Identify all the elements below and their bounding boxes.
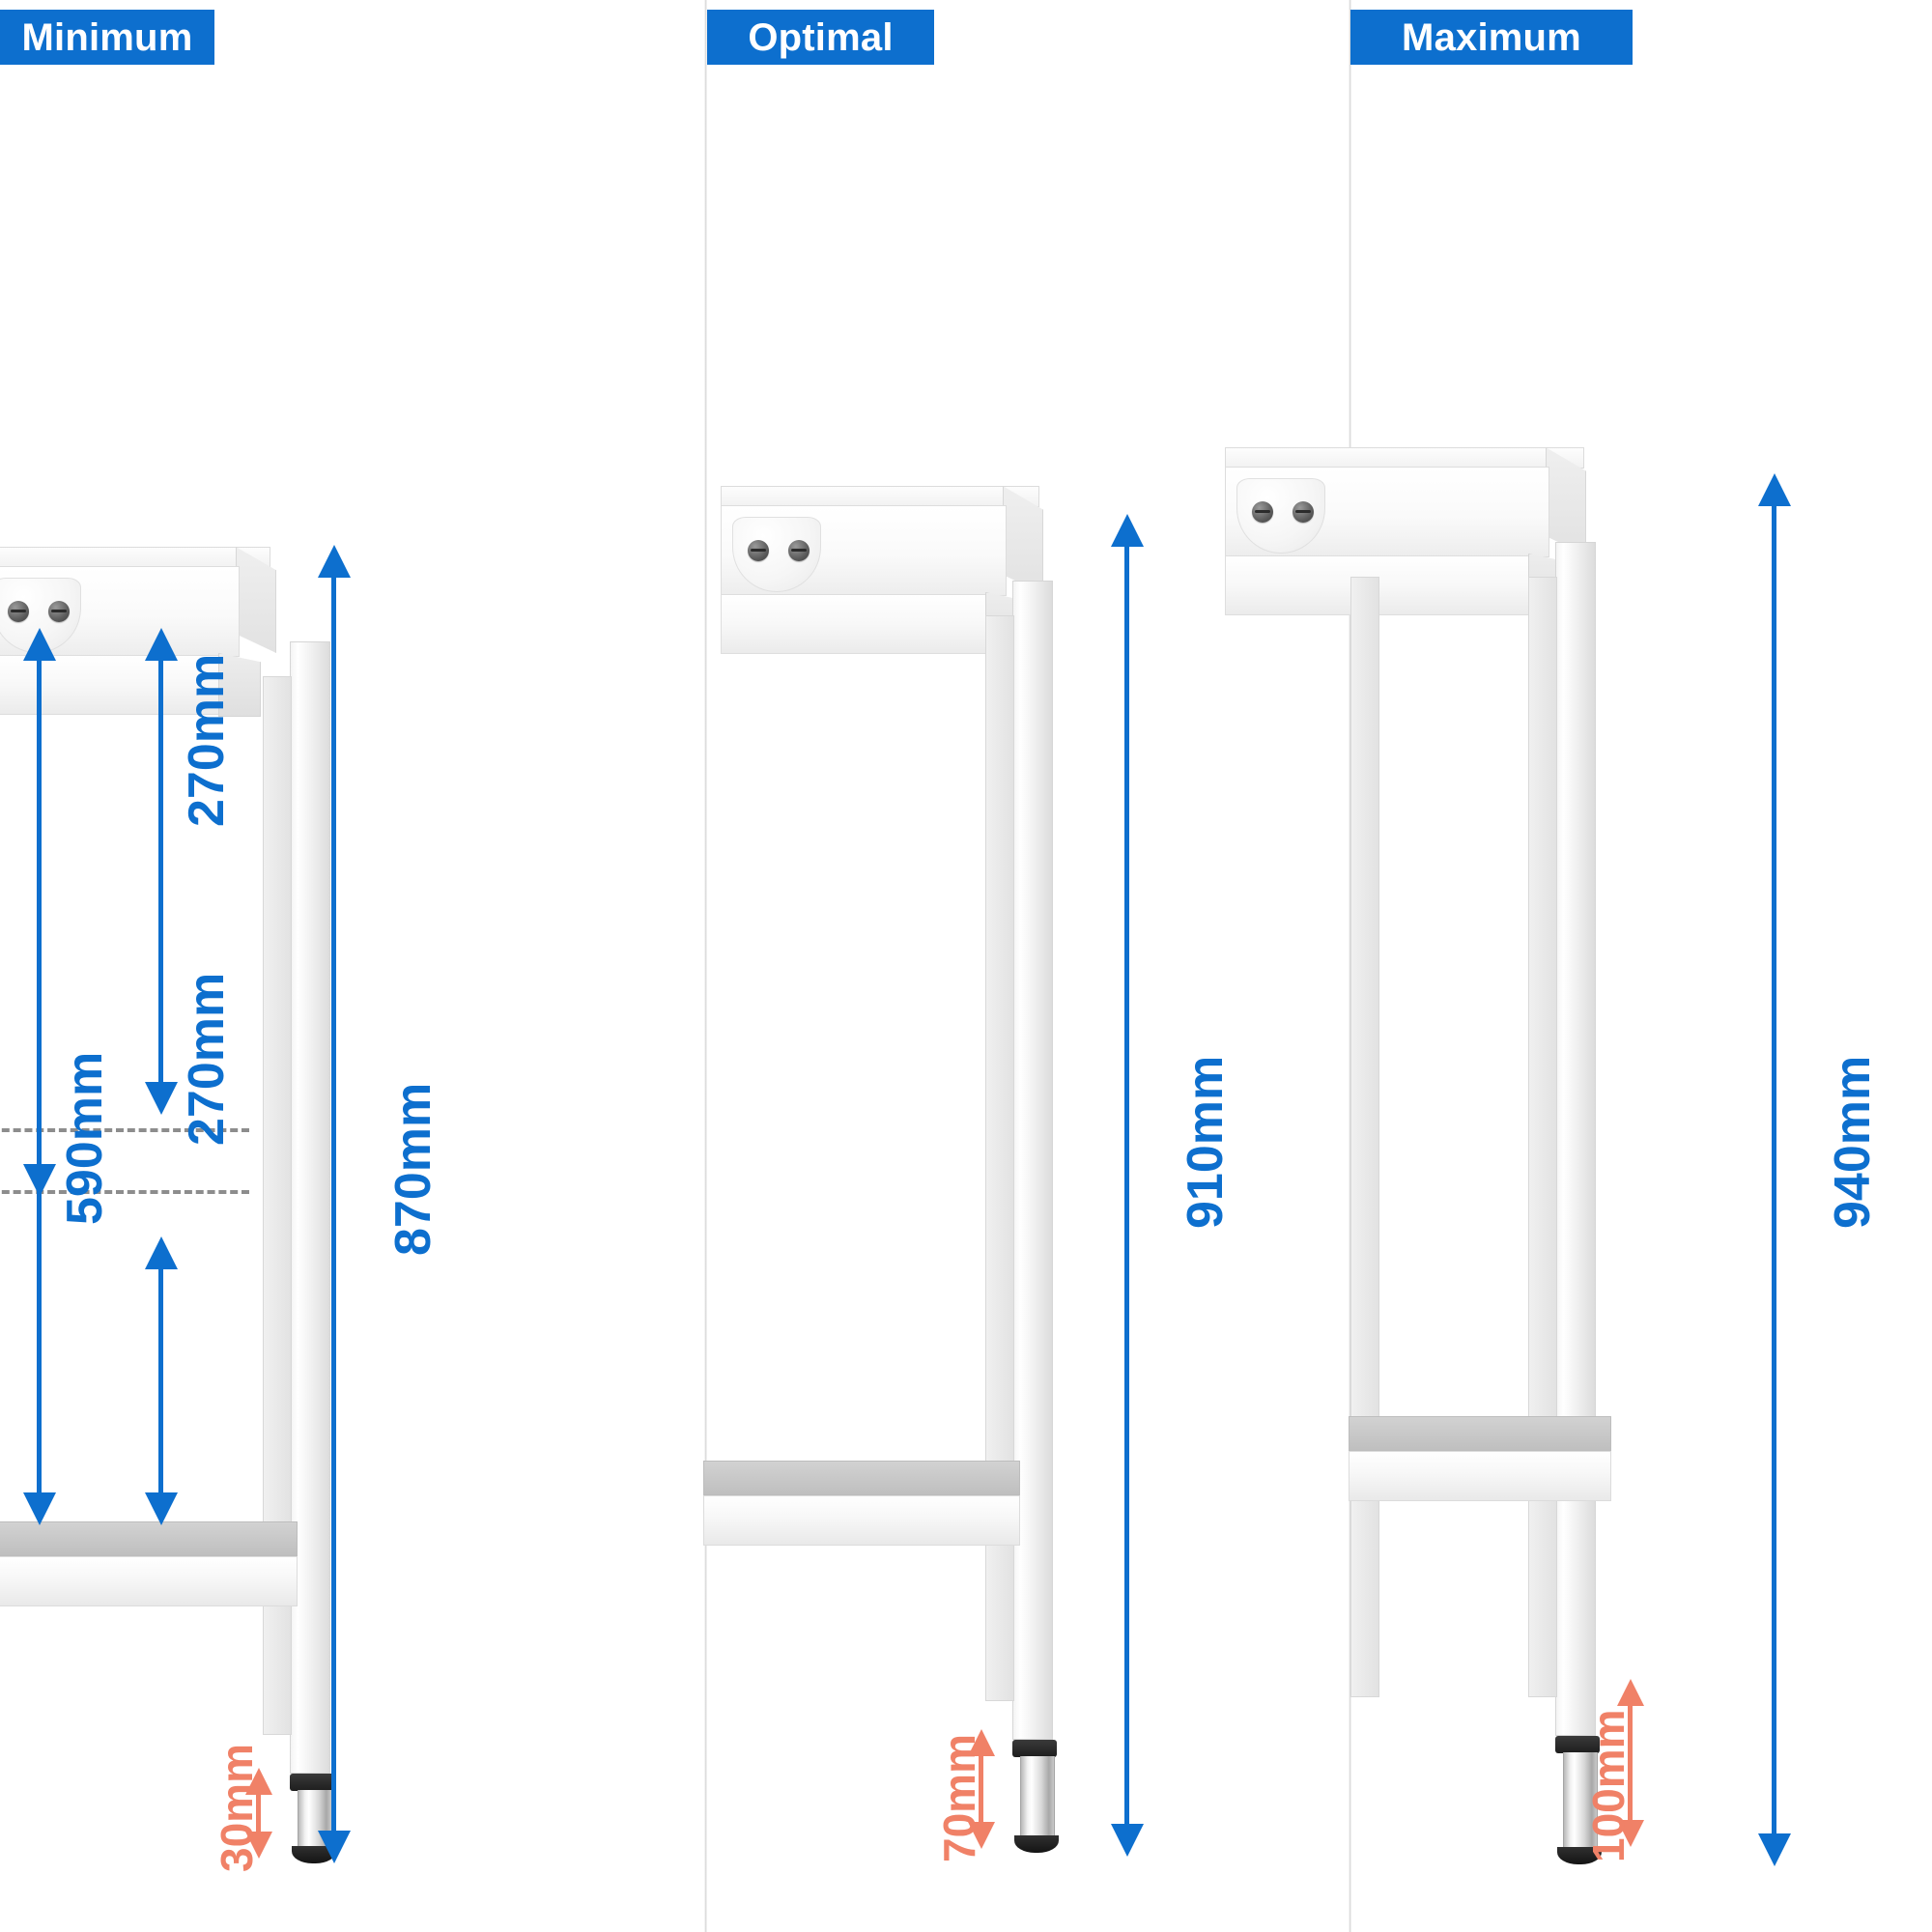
dimension-line-30 — [256, 1793, 261, 1833]
dimension-line-270-lower — [158, 1265, 163, 1519]
arrow-up-icon-foot — [968, 1729, 995, 1756]
banner-maximum: Maximum — [1350, 10, 1633, 65]
dimension-label-100mm: 100mm — [1583, 1709, 1634, 1862]
arrow-up-icon — [1758, 473, 1791, 506]
adjustable-foot-cylinder — [1020, 1756, 1055, 1839]
panel-divider-2 — [1349, 0, 1351, 1932]
table-lower-brace — [0, 1556, 298, 1606]
dimension-label-870mm: 870mm — [385, 1082, 441, 1256]
dimension-line-870 — [331, 574, 336, 1833]
arrow-down-icon-foot — [968, 1822, 995, 1849]
dimension-line-70 — [979, 1754, 983, 1824]
arrow-down-icon-foot — [1617, 1820, 1644, 1847]
arrow-down-icon — [145, 1492, 178, 1525]
table-leg-back — [1528, 577, 1557, 1697]
dimension-line-590 — [37, 657, 42, 1198]
arrow-up-icon — [145, 628, 178, 661]
arrow-down-icon — [145, 1082, 178, 1115]
table-leg-front — [1012, 581, 1053, 1740]
table-brace-top-edge — [703, 1461, 1020, 1495]
arrow-up-icon-foot — [1617, 1679, 1644, 1706]
panel-divider-1 — [704, 0, 707, 1932]
foot-collar — [1012, 1740, 1057, 1757]
table-brace-top-edge — [1349, 1416, 1611, 1451]
arrow-up-icon — [318, 545, 351, 578]
arrow-up-icon — [1111, 514, 1144, 547]
reference-line-lower — [0, 1190, 249, 1194]
banner-label-optimal: Optimal — [748, 15, 894, 59]
screw-icon-left — [8, 601, 29, 622]
screw-icon-left — [748, 540, 769, 561]
banner-optimal: Optimal — [707, 10, 934, 65]
arrow-down-icon — [318, 1831, 351, 1863]
adjustable-foot-cylinder — [1563, 1752, 1598, 1851]
foot-collar — [1555, 1736, 1600, 1753]
dimension-label-940mm: 940mm — [1825, 1055, 1881, 1229]
screw-icon-right — [48, 601, 70, 622]
arrow-down-icon — [1758, 1833, 1791, 1866]
dimension-line-270-upper — [158, 657, 163, 1082]
arrow-up-icon — [23, 628, 56, 661]
dimension-label-910mm: 910mm — [1178, 1055, 1234, 1229]
arrow-down-icon — [1111, 1824, 1144, 1857]
table-apron-side — [218, 653, 261, 717]
arrow-up-icon-foot — [245, 1768, 272, 1795]
table-apron — [721, 594, 987, 654]
dimension-line-940 — [1772, 502, 1776, 1835]
arrow-down-icon — [23, 1164, 56, 1197]
dimension-label-70mm: 70mm — [934, 1734, 984, 1862]
reference-line-upper — [0, 1128, 249, 1132]
table-leg-left-rear — [1350, 577, 1379, 1697]
arrow-down-icon-590-bottom — [23, 1492, 56, 1525]
screw-icon-left — [1252, 501, 1273, 523]
table-leg-front — [1555, 542, 1596, 1736]
screw-icon-right — [1293, 501, 1314, 523]
banner-label-maximum: Maximum — [1402, 15, 1581, 59]
foot-base-pad — [1557, 1847, 1602, 1864]
table-lower-brace — [1349, 1451, 1611, 1501]
dimension-label-270mm-upper: 270mm — [179, 653, 235, 827]
screw-icon-right — [788, 540, 810, 561]
dimension-label-30mm: 30mm — [212, 1744, 262, 1872]
table-top-surface — [1225, 447, 1584, 469]
arrow-down-icon-foot — [245, 1832, 272, 1859]
table-top-surface — [0, 547, 270, 568]
dimension-line-910 — [1124, 543, 1129, 1826]
foot-base-pad — [1014, 1835, 1059, 1853]
table-brace-top-edge — [0, 1521, 298, 1556]
dimension-line-100 — [1628, 1704, 1633, 1822]
dimension-label-270mm-lower: 270mm — [179, 972, 235, 1146]
foot-collar — [290, 1774, 334, 1791]
table-lower-brace — [703, 1495, 1020, 1546]
banner-label-minimum: Minimum — [21, 15, 193, 59]
banner-minimum: Minimum — [0, 10, 214, 65]
table-top-surface — [721, 486, 1039, 507]
dimension-label-590mm: 590mm — [57, 1051, 113, 1225]
dimension-line-590-lower — [37, 1198, 42, 1517]
arrow-up-icon — [145, 1236, 178, 1269]
